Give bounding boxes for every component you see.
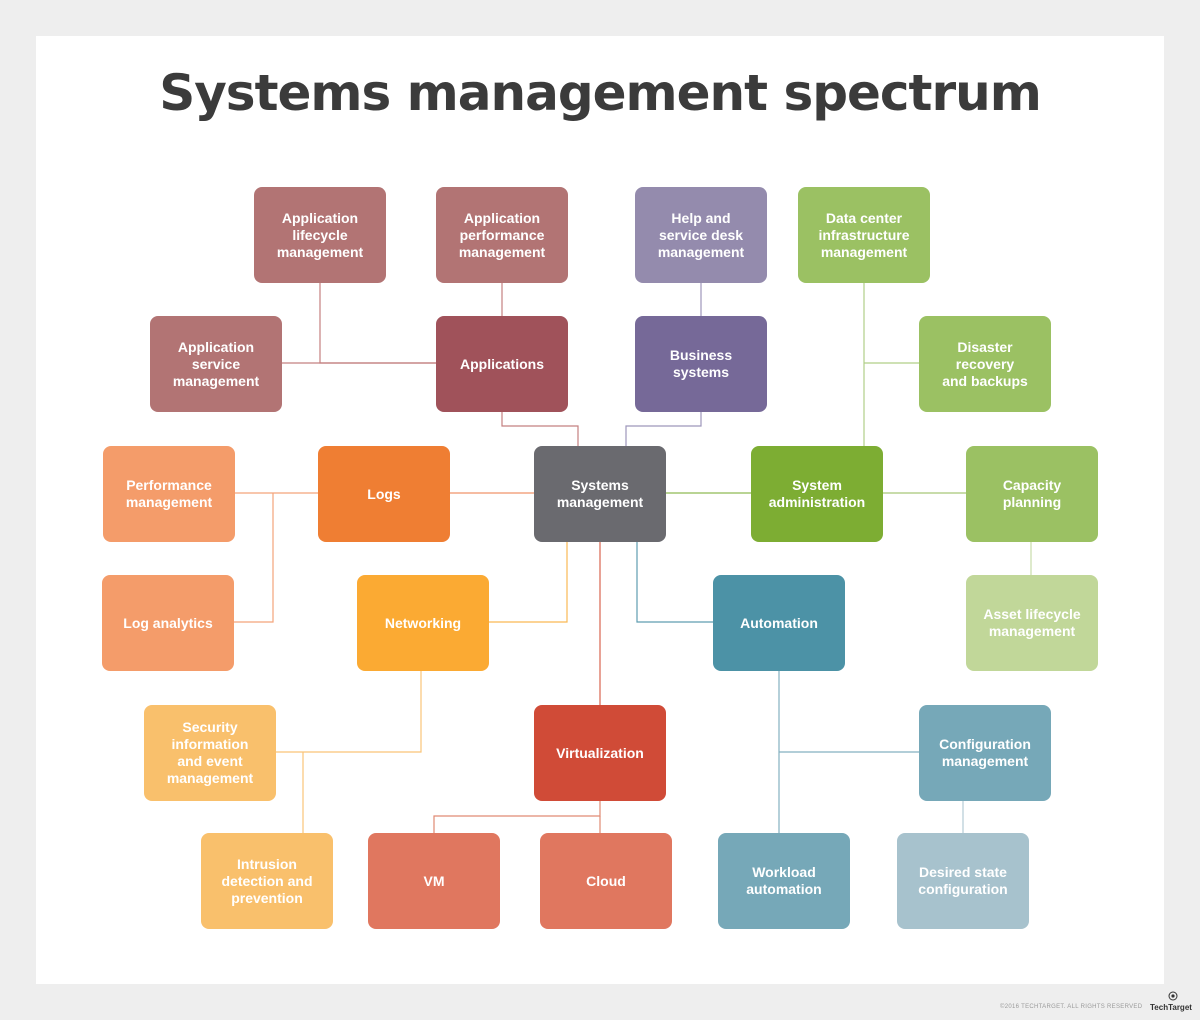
- node-performance-management: Performance management: [103, 446, 235, 542]
- copyright-text: ©2016 TECHTARGET. ALL RIGHTS RESERVED: [1000, 1004, 1143, 1010]
- node-disaster-recovery: Disaster recovery and backups: [919, 316, 1051, 412]
- connector-center-automation: [636, 541, 713, 623]
- connector-log-analytics: [234, 493, 274, 623]
- node-cloud: Cloud: [540, 833, 672, 929]
- node-business-systems: Business systems: [635, 316, 767, 412]
- node-system-administration: System administration: [751, 446, 883, 542]
- node-systems-management: Systems management: [534, 446, 666, 542]
- node-application-service-management: Application service management: [150, 316, 282, 412]
- node-siem: Security information and event managemen…: [144, 705, 276, 801]
- node-application-lifecycle-management: Application lifecycle management: [254, 187, 386, 283]
- connector-applications-center: [501, 411, 579, 446]
- node-automation: Automation: [713, 575, 845, 671]
- node-logs: Logs: [318, 446, 450, 542]
- connector-virtualization-vm: [433, 800, 601, 833]
- connector-networking-siem: [275, 670, 422, 753]
- node-applications: Applications: [436, 316, 568, 412]
- diagram-title: Systems management spectrum: [159, 64, 1042, 122]
- node-application-performance-management: Application performance management: [436, 187, 568, 283]
- node-networking: Networking: [357, 575, 489, 671]
- connector-business-center: [625, 411, 702, 446]
- node-intrusion-detection: Intrusion detection and prevention: [201, 833, 333, 929]
- connector-app-lifecycle: [319, 283, 436, 364]
- techtarget-eye-icon: [1168, 991, 1178, 1001]
- connector-center-networking: [488, 541, 568, 623]
- node-capacity-planning: Capacity planning: [966, 446, 1098, 542]
- node-vm: VM: [368, 833, 500, 929]
- node-configuration-management: Configuration management: [919, 705, 1051, 801]
- techtarget-logo: TechTarget: [1150, 1003, 1192, 1012]
- node-virtualization: Virtualization: [534, 705, 666, 801]
- node-workload-automation: Workload automation: [718, 833, 850, 929]
- node-desired-state-configuration: Desired state configuration: [897, 833, 1029, 929]
- node-datacenter-infrastructure-management: Data center infrastructure management: [798, 187, 930, 283]
- node-log-analytics: Log analytics: [102, 575, 234, 671]
- node-help-desk-management: Help and service desk management: [635, 187, 767, 283]
- node-asset-lifecycle-management: Asset lifecycle management: [966, 575, 1098, 671]
